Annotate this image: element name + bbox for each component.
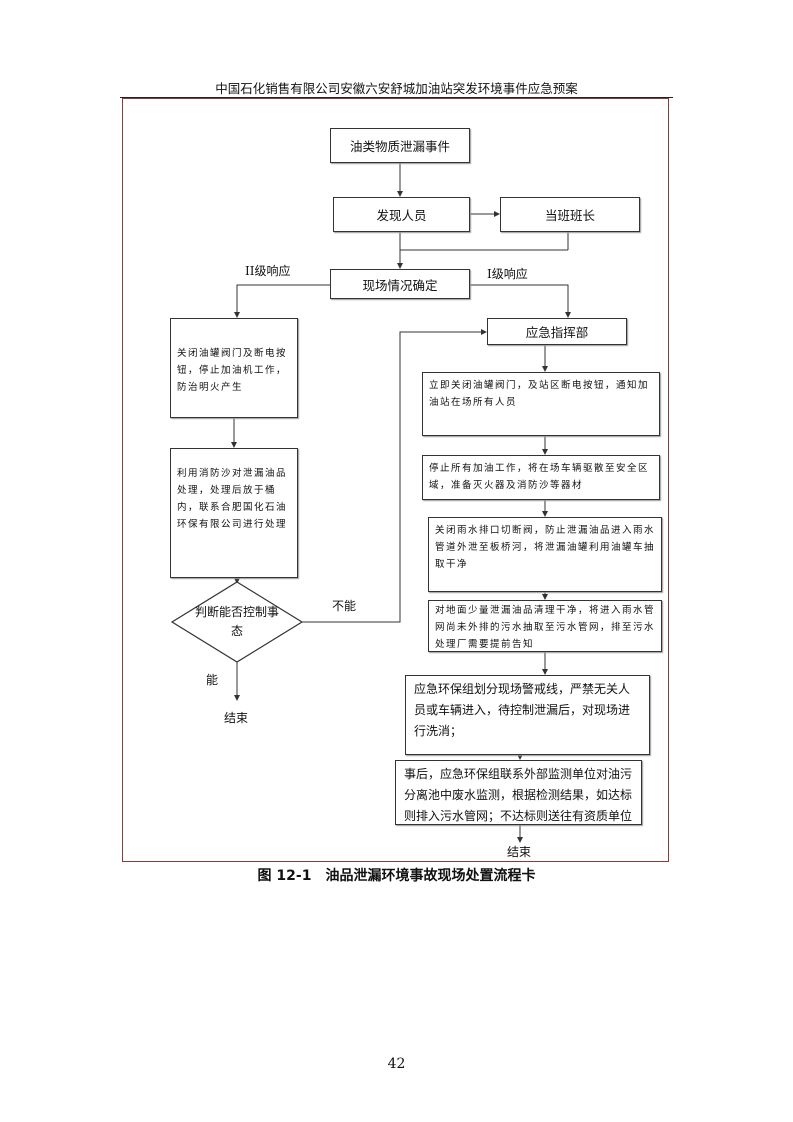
figure-caption: 图 12-1 油品泄漏环境事故现场处置流程卡: [257, 868, 536, 884]
page-header: 中国石化销售有限公司安徽六安舒城加油站突发环境事件应急预案: [215, 81, 578, 96]
decision-diamond: [170, 581, 304, 663]
left-end: 结束: [224, 711, 249, 725]
right-step-6: 事后，应急环保组联系外部监测单位对油污分离池中废水监测，根据检测结果，如达标则排…: [395, 760, 642, 825]
header-divider: [120, 97, 673, 98]
cannot-label: 不能: [332, 599, 357, 613]
right-end: 结束: [507, 845, 532, 859]
right-step-2: 停止所有加油工作，将在场车辆驱散至安全区域，准备灭火器及消防沙等器材: [422, 455, 660, 500]
right-step-3: 关闭雨水排口切断阀，防止泄漏油品进入雨水管道外泄至板桥河，将泄漏油罐利用油罐车抽…: [428, 517, 662, 592]
left-step-1: 关闭油罐阀门及断电按钮，停止加油机工作，防治明火产生: [170, 318, 298, 418]
shift-leader-box: 当班班长: [500, 197, 640, 232]
discoverer-box: 发现人员: [333, 197, 470, 232]
can-label: 能: [206, 673, 219, 687]
page-number: 42: [387, 1056, 406, 1072]
level2-label: II级响应: [245, 264, 291, 278]
start-box: 油类物质泄漏事件: [330, 128, 470, 163]
right-step-1: 立即关闭油罐阀门，及站区断电按钮，通知加油站在场所有人员: [422, 372, 660, 436]
confirm-box: 现场情况确定: [330, 269, 470, 299]
decision-text: 判断能否控制事态: [194, 605, 279, 638]
command-box: 应急指挥部: [487, 318, 627, 345]
left-step-2: 利用消防沙对泄漏油品处理，处理后放于桶内，联系合肥国化石油环保有限公司进行处理: [170, 448, 298, 578]
right-step-4: 对地面少量泄漏油品清理干净，将进入雨水管网尚未外排的污水抽取至污水管网，排至污水…: [428, 600, 662, 652]
right-step-5: 应急环保组划分现场警戒线，严禁无关人员或车辆进入，待控制泄漏后，对现场进行洗消；: [405, 675, 650, 755]
flowchart-frame: [122, 98, 669, 862]
level1-label: I级响应: [487, 267, 528, 281]
